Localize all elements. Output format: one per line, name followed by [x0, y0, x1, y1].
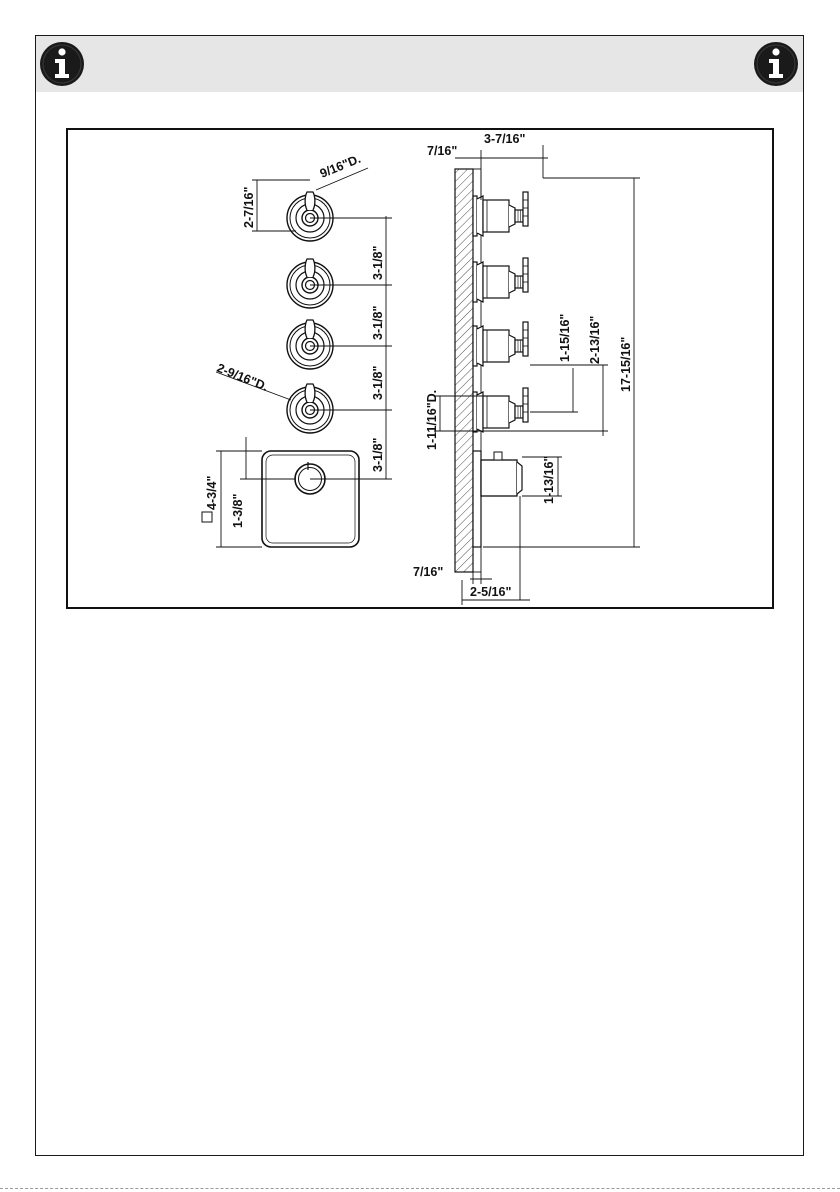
- label-handle-length: 2-13/16": [588, 316, 602, 364]
- label-top-offset: 2-7/16": [242, 187, 256, 228]
- label-total-height: 17-15/16": [619, 337, 633, 392]
- label-spacing-1: 3-1/8": [371, 246, 385, 280]
- label-escutcheon-diameter: 2-9/16"D.: [215, 361, 270, 394]
- label-wall-thickness-bottom: 7/16": [413, 565, 443, 579]
- label-plate-center: 1-3/8": [231, 494, 245, 528]
- label-spacing-2: 3-1/8": [371, 306, 385, 340]
- label-handle-diameter: 9/16"D.: [318, 152, 363, 181]
- label-spacing-3: 3-1/8": [371, 366, 385, 400]
- label-handle-offset: 1-15/16": [558, 314, 572, 362]
- label-plate-square: 4-3/4": [205, 476, 219, 510]
- label-knob-projection: 2-5/16": [470, 585, 511, 599]
- front-view: 9/16"D. 2-9/16"D. 2-7/16" 3-1/8" 3-1/8" …: [202, 152, 392, 547]
- label-knob-diameter: 1-13/16": [542, 456, 556, 504]
- side-view: 7/16" 3-7/16" 17-15/16" 2-13/16" 1-15/16…: [413, 132, 640, 605]
- label-projection: 3-7/16": [484, 132, 525, 146]
- label-spacing-4: 3-1/8": [371, 438, 385, 472]
- label-wall-thickness-top: 7/16": [427, 144, 457, 158]
- label-body-diameter: 1-11/16"D.: [425, 390, 439, 450]
- page-cut-line: [0, 1188, 840, 1189]
